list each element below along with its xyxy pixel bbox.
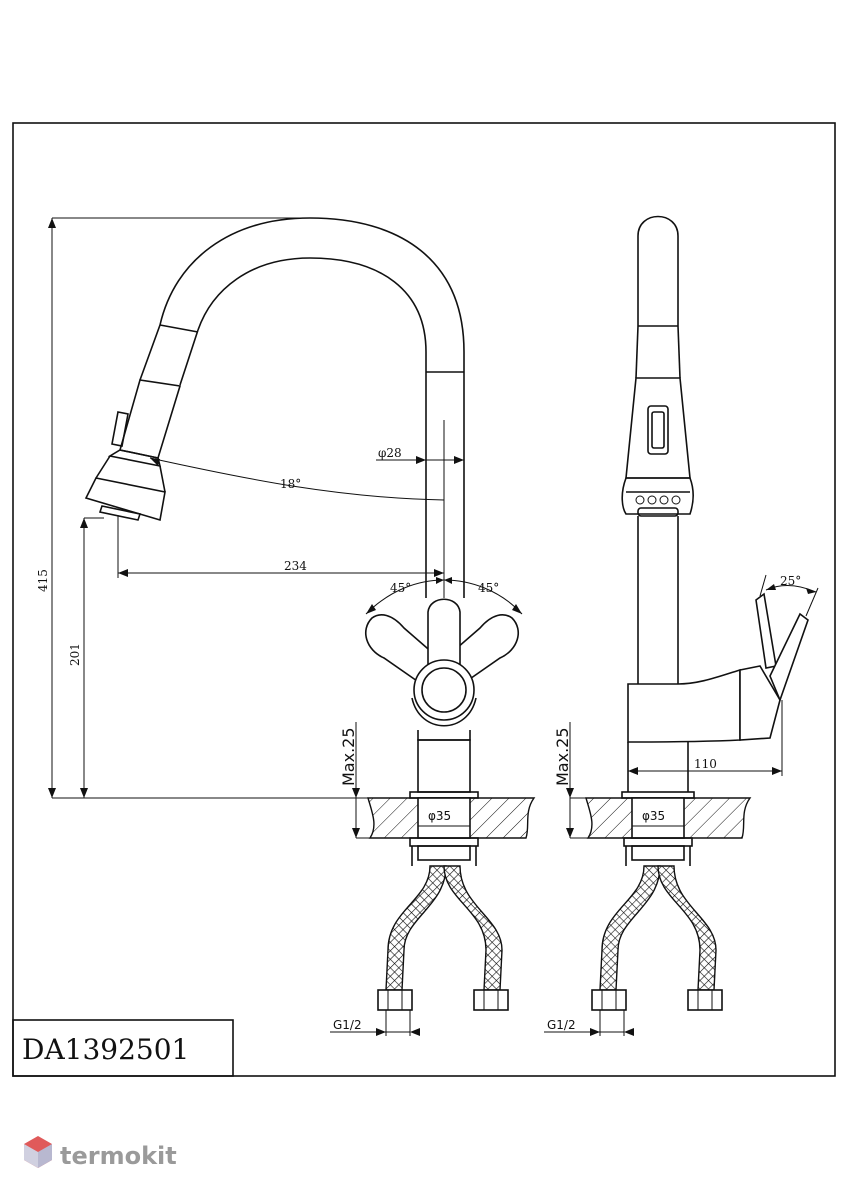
side-dimensions: 25° 110 Max.25 G1/2 <box>544 574 819 1036</box>
dim-total-height: 415 <box>36 569 50 592</box>
dim-handle-angle-right: 45° <box>478 581 499 595</box>
dim-thread-front: G1/2 <box>333 1018 362 1032</box>
side-spray-nozzle <box>621 477 694 515</box>
hose-right <box>443 865 503 991</box>
front-view: φ35 <box>84 217 536 1011</box>
dim-max-thickness-front: Max.25 <box>339 727 358 786</box>
pullout-hose <box>139 324 199 386</box>
brand-name: termokit <box>60 1142 177 1170</box>
dim-handle-depth: 110 <box>694 757 717 771</box>
dim-spout-diameter: φ28 <box>378 446 402 460</box>
dim-side-handle-angle: 25° <box>780 574 801 588</box>
mount-hole-label-side: φ35 <box>642 809 665 823</box>
title-block <box>12 1019 234 1077</box>
hexagon-cube-logo-icon <box>24 1136 52 1168</box>
dim-max-thickness-side: Max.25 <box>553 727 572 786</box>
spout-arch-inner <box>197 257 427 372</box>
model-code: DA1392501 <box>22 1033 189 1066</box>
dim-spout-height: 201 <box>68 643 82 666</box>
dim-head-angle: 18° <box>280 477 301 491</box>
hose-left <box>385 865 447 991</box>
spray-head <box>118 379 182 459</box>
side-spray-button <box>647 405 669 455</box>
side-hose-right <box>657 865 717 991</box>
side-spray-head <box>625 377 691 479</box>
side-view: φ35 <box>585 215 809 1011</box>
front-handles <box>364 598 520 741</box>
side-body <box>627 668 741 743</box>
drawing-frame <box>12 122 836 1077</box>
faucet-base <box>417 739 471 793</box>
side-handle <box>739 665 781 741</box>
spray-button <box>111 411 129 447</box>
watermark: termokit <box>24 1136 177 1170</box>
spout-arch <box>159 217 465 372</box>
dim-reach: 234 <box>284 559 307 573</box>
front-dimensions: 415 201 234 φ28 18° 45° 45° Max.25 <box>36 217 523 1036</box>
side-hose-left <box>599 865 661 991</box>
mount-hole-label-front: φ35 <box>428 809 451 823</box>
dim-handle-angle-left: 45° <box>390 581 411 595</box>
dim-thread-side: G1/2 <box>547 1018 576 1032</box>
side-spout-top <box>637 215 679 326</box>
spray-nozzle <box>84 477 166 522</box>
